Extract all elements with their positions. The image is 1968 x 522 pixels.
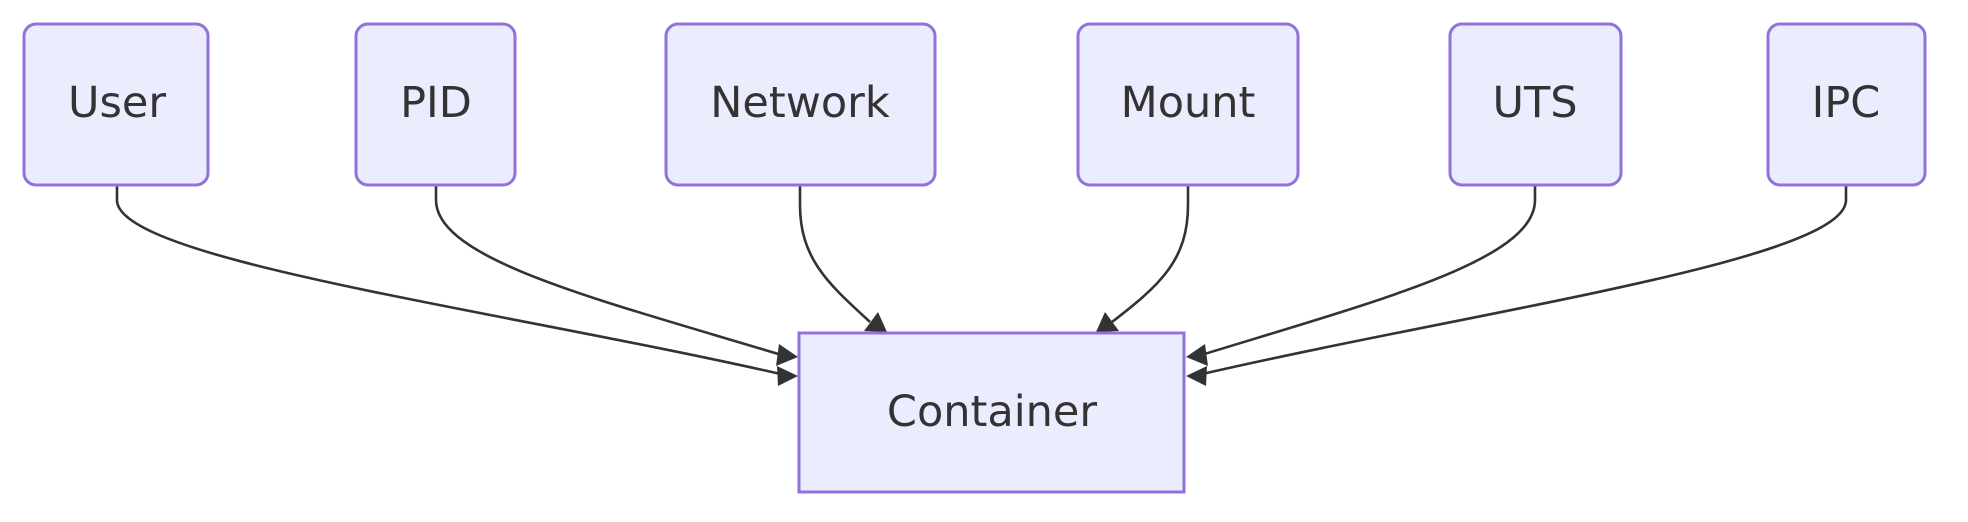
node-container[interactable]: Container: [797, 331, 1186, 494]
edge-user-container: [115, 185, 786, 377]
edges: [115, 185, 1848, 386]
node-user[interactable]: User: [22, 22, 210, 187]
arrowhead-uts: [1186, 344, 1208, 366]
edge-mount-container: [1111, 185, 1190, 324]
node-label: User: [68, 78, 166, 128]
node-pid[interactable]: PID: [354, 22, 517, 187]
arrowhead-user: [777, 366, 798, 386]
node-label: IPC: [1812, 78, 1881, 128]
node-label: UTS: [1492, 78, 1577, 128]
node-mount[interactable]: Mount: [1076, 22, 1300, 187]
edge-uts-container: [1197, 185, 1537, 358]
node-ipc[interactable]: IPC: [1766, 22, 1927, 187]
edge-network-container: [798, 185, 871, 323]
node-network[interactable]: Network: [664, 22, 937, 187]
node-label: Mount: [1121, 78, 1256, 128]
arrowhead-mount: [1096, 312, 1119, 332]
arrowhead-pid: [776, 344, 798, 366]
arrowhead-ipc: [1186, 366, 1207, 386]
node-label: PID: [400, 78, 472, 128]
edge-pid-container: [434, 185, 786, 358]
arrowhead-network: [864, 312, 887, 332]
node-label: Network: [710, 78, 890, 128]
edge-ipc-container: [1197, 185, 1848, 377]
node-uts[interactable]: UTS: [1448, 22, 1623, 187]
node-label: Container: [887, 387, 1097, 437]
